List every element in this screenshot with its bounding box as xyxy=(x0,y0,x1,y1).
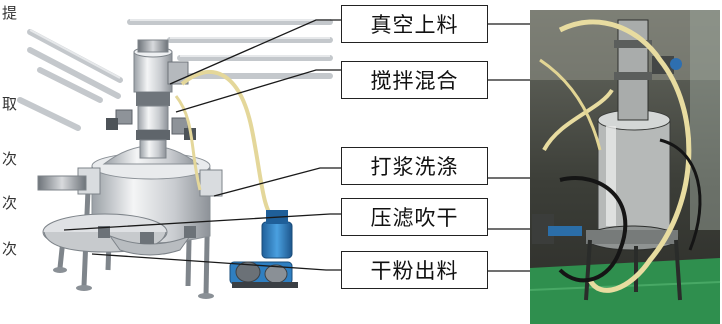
feed-hose xyxy=(174,95,202,191)
left-edge-char-1: 提 xyxy=(2,4,18,22)
label-press-filter-blow-dry: 压滤吹干 xyxy=(341,198,488,236)
left-edge-char-5: 次 xyxy=(2,240,18,258)
left-edge-char-2: 取 xyxy=(2,95,18,113)
cad-render xyxy=(17,19,333,299)
vacuum-pump-unit xyxy=(229,210,298,288)
vacuum-hose xyxy=(180,69,278,224)
label-stirring-mixing: 搅拌混合 xyxy=(341,61,488,99)
background-pipes xyxy=(17,19,333,131)
label-vacuum-feeding: 真空上料 xyxy=(341,5,488,43)
reactor-tank xyxy=(37,145,223,299)
leader-lines xyxy=(63,19,530,272)
label-slurry-washing: 打浆洗涤 xyxy=(341,147,488,185)
left-edge-char-3: 次 xyxy=(2,150,18,168)
label-dry-powder-discharge: 干粉出料 xyxy=(341,251,488,289)
vacuum-feeder-column xyxy=(106,39,196,159)
left-edge-char-4: 次 xyxy=(2,194,18,212)
equipment-photo xyxy=(529,10,721,324)
